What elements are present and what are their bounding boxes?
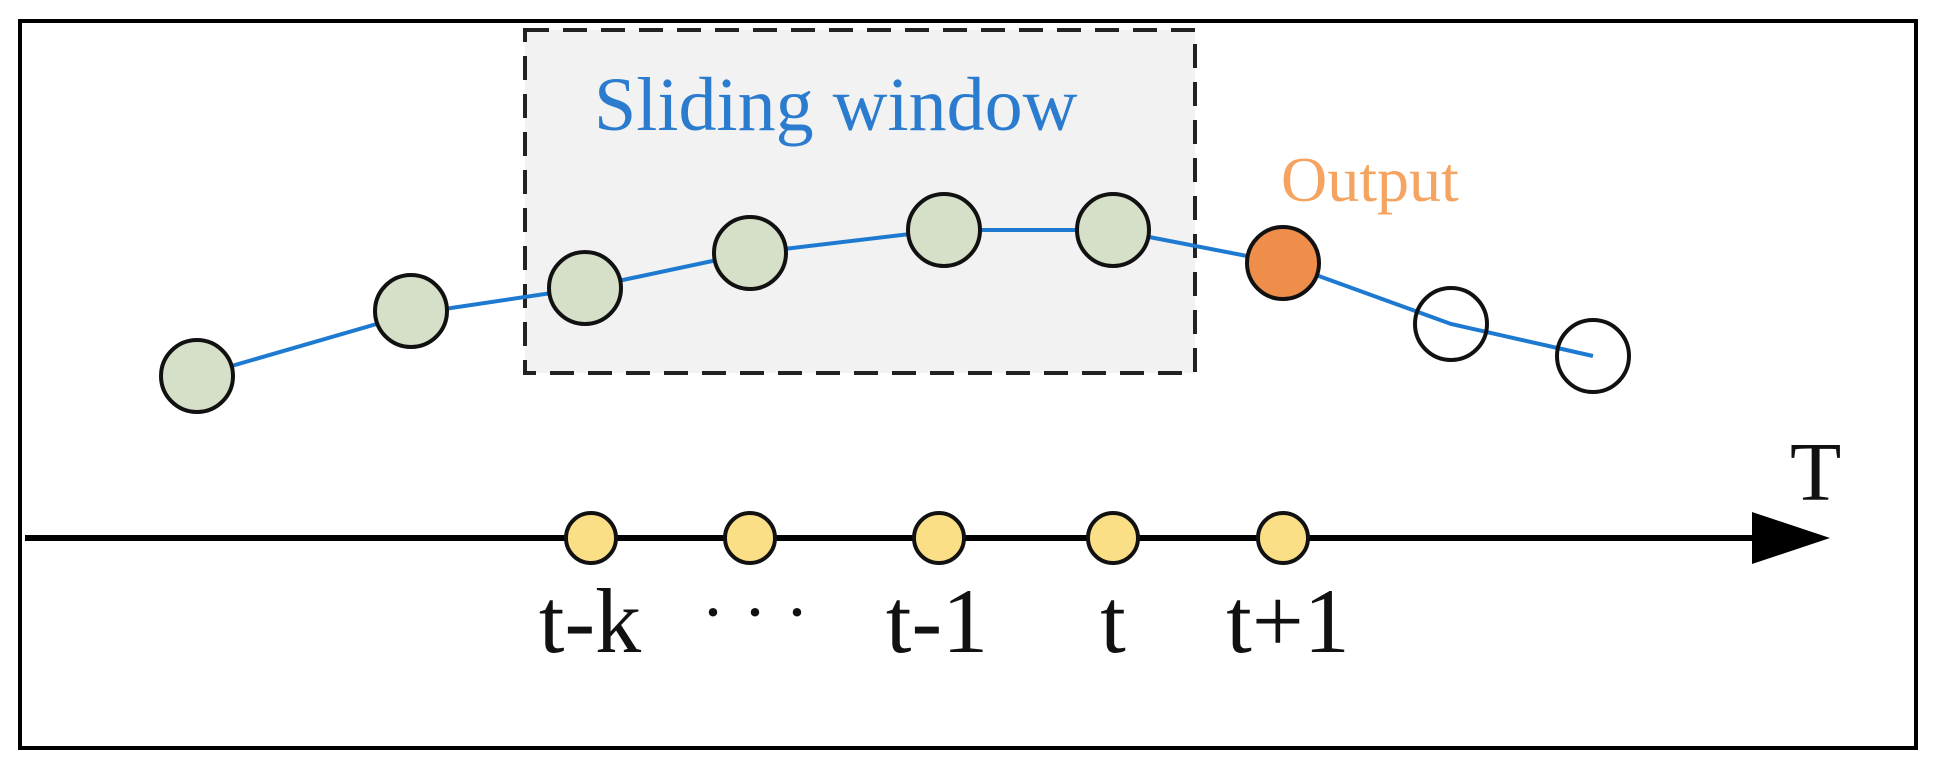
sliding-window-box — [523, 28, 1197, 375]
time-label-t: t — [1100, 570, 1126, 672]
time-label-t-plus-1: t+1 — [1226, 570, 1349, 672]
series-node-history-5 — [906, 192, 982, 268]
series-node-history-3 — [547, 250, 623, 326]
axis-label: T — [1790, 426, 1841, 519]
axis-node-t-plus-1 — [1256, 511, 1310, 565]
axis-node-t — [1086, 511, 1140, 565]
time-label-t-k: t-k — [539, 570, 641, 672]
series-node-future-1 — [1413, 286, 1489, 362]
series-node-history-2 — [373, 273, 449, 349]
time-label-t-1: t-1 — [886, 570, 988, 672]
axis-nodes — [564, 511, 1310, 565]
time-label-ellipsis: · · · — [701, 572, 809, 652]
axis-node-t-1 — [912, 511, 966, 565]
axis-node-t-k — [564, 511, 618, 565]
sliding-window-label: Sliding window — [594, 63, 1078, 147]
axis-node-ellipsis — [723, 511, 777, 565]
series-node-future-2 — [1555, 318, 1631, 394]
series-node-history-1 — [159, 338, 235, 414]
series-nodes — [159, 192, 1631, 414]
time-axis-arrowhead — [1752, 512, 1830, 564]
output-label: Output — [1281, 144, 1459, 215]
series-node-output — [1245, 225, 1321, 301]
series-node-history-4 — [712, 215, 788, 291]
series-node-history-6 — [1075, 192, 1151, 268]
